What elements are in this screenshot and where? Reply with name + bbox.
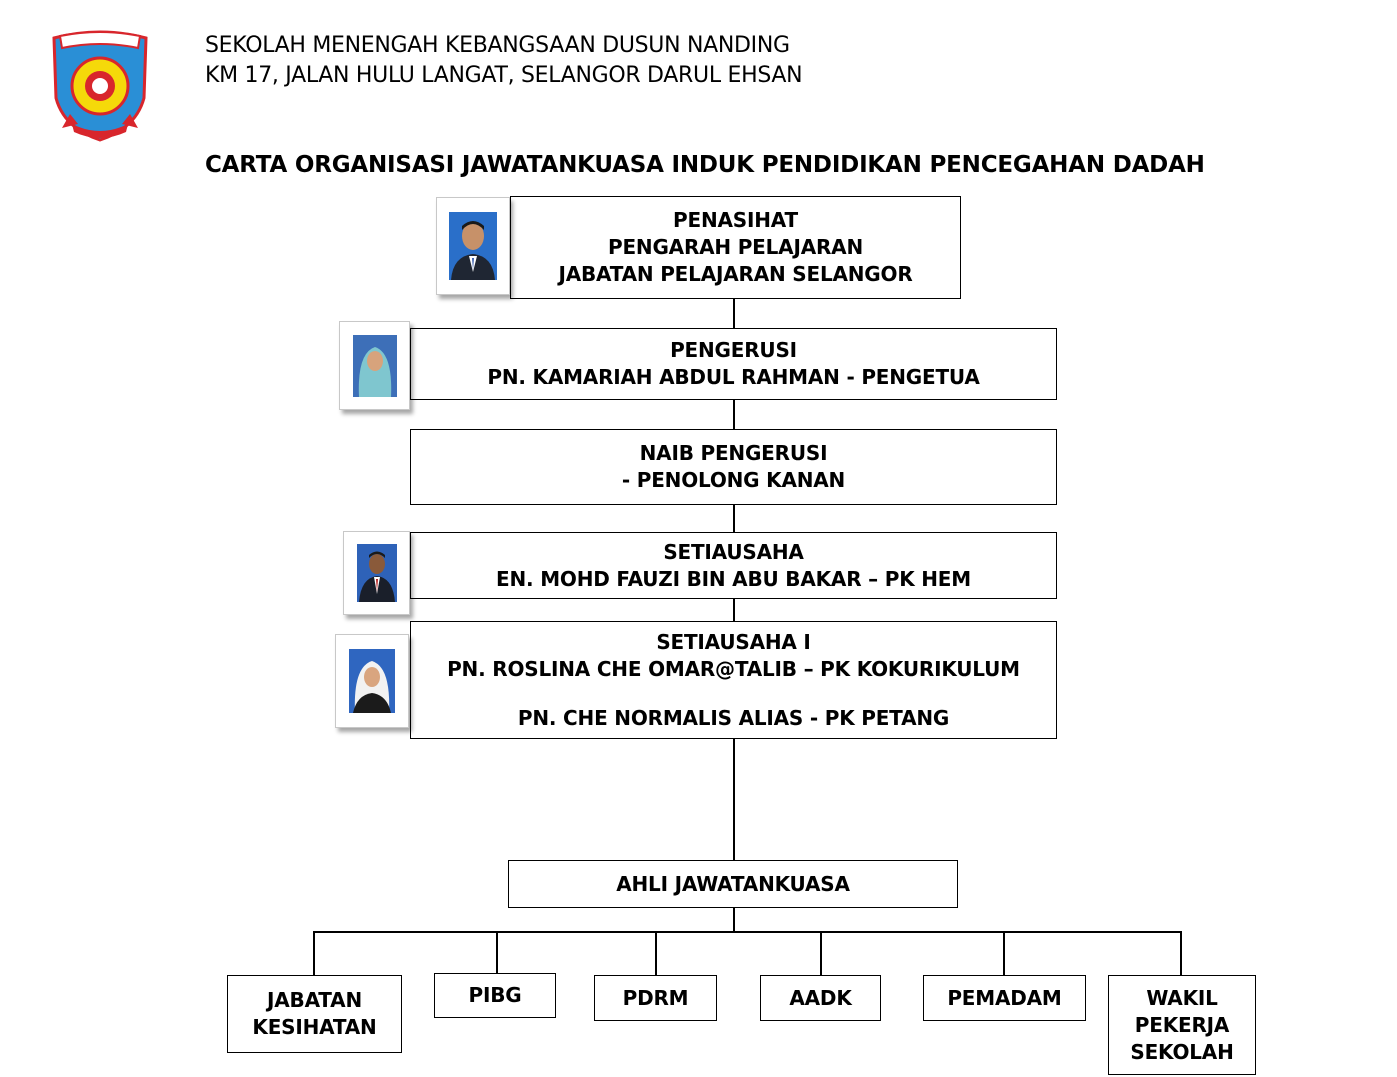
- node-setiausaha-1-name-b: PN. CHE NORMALIS ALIAS - PK PETANG: [517, 705, 950, 730]
- node-penasihat-line2: PENGARAH PELAJARAN: [607, 235, 863, 259]
- member-label: PDRM: [622, 985, 689, 1010]
- photo-setiausaha: [343, 531, 410, 615]
- school-address: KM 17, JALAN HULU LANGAT, SELANGOR DARUL…: [205, 63, 803, 88]
- member-pdrm: PDRM: [594, 975, 717, 1021]
- connector-member-2: [496, 931, 498, 974]
- connector-member-6: [1180, 931, 1182, 976]
- school-logo: [48, 28, 152, 148]
- photo-penasihat: [436, 197, 510, 295]
- connector-member-1: [313, 931, 315, 976]
- node-naib-pengerusi-name: - PENOLONG KANAN: [621, 468, 846, 492]
- school-name: SEKOLAH MENENGAH KEBANGSAAN DUSUN NANDIN…: [205, 33, 790, 58]
- connector-member-4: [820, 931, 822, 976]
- node-ahli-label: AHLI JAWATANKUASA: [616, 871, 850, 896]
- member-label: PIBG: [468, 983, 522, 1007]
- node-pengerusi-name: PN. KAMARIAH ABDUL RAHMAN - PENGETUA: [487, 365, 980, 389]
- member-label: KESIHATAN: [252, 1015, 377, 1039]
- member-pibg: PIBG: [434, 973, 556, 1018]
- node-setiausaha-1: SETIAUSAHA I PN. ROSLINA CHE OMAR@TALIB …: [410, 621, 1057, 739]
- member-label: JABATAN: [267, 988, 362, 1012]
- node-pengerusi: PENGERUSI PN. KAMARIAH ABDUL RAHMAN - PE…: [410, 328, 1057, 400]
- member-label: AADK: [789, 985, 852, 1010]
- member-aadk: AADK: [760, 975, 881, 1021]
- node-naib-pengerusi: NAIB PENGERUSI - PENOLONG KANAN: [410, 429, 1057, 505]
- member-jabatan-kesihatan: JABATAN KESIHATAN: [227, 975, 402, 1053]
- node-setiausaha-role: SETIAUSAHA: [663, 539, 804, 564]
- connector-members-bus: [313, 931, 1181, 933]
- member-label: PEKERJA: [1134, 1012, 1230, 1037]
- node-ahli-jawatankuasa: AHLI JAWATANKUASA: [508, 860, 958, 908]
- member-pemadam: PEMADAM: [923, 975, 1086, 1021]
- chart-title: CARTA ORGANISASI JAWATANKUASA INDUK PEND…: [205, 152, 1205, 178]
- member-label: WAKIL: [1146, 985, 1218, 1010]
- node-setiausaha: SETIAUSAHA EN. MOHD FAUZI BIN ABU BAKAR …: [410, 532, 1057, 599]
- member-label: SEKOLAH: [1130, 1039, 1234, 1064]
- member-label: PEMADAM: [947, 985, 1062, 1010]
- node-penasihat-role: PENASIHAT: [673, 208, 798, 232]
- member-wakil-pekerja-sekolah: WAKIL PEKERJA SEKOLAH: [1108, 975, 1256, 1075]
- photo-pengerusi: [339, 321, 410, 410]
- node-setiausaha-1-role: SETIAUSAHA I: [656, 629, 811, 654]
- photo-setiausaha-1: [335, 634, 409, 728]
- node-penasihat: PENASIHAT PENGARAH PELAJARAN JABATAN PEL…: [510, 196, 961, 299]
- connector-member-5: [1003, 931, 1005, 976]
- connector-ahli-down: [733, 906, 735, 932]
- node-pengerusi-role: PENGERUSI: [670, 338, 797, 362]
- node-setiausaha-1-name-a: PN. ROSLINA CHE OMAR@TALIB – PK KOKURIKU…: [447, 656, 1020, 681]
- node-penasihat-line3: JABATAN PELAJARAN SELANGOR: [558, 262, 913, 286]
- connector-member-3: [655, 931, 657, 976]
- node-naib-pengerusi-role: NAIB PENGERUSI: [639, 441, 828, 465]
- node-setiausaha-name: EN. MOHD FAUZI BIN ABU BAKAR – PK HEM: [496, 566, 971, 591]
